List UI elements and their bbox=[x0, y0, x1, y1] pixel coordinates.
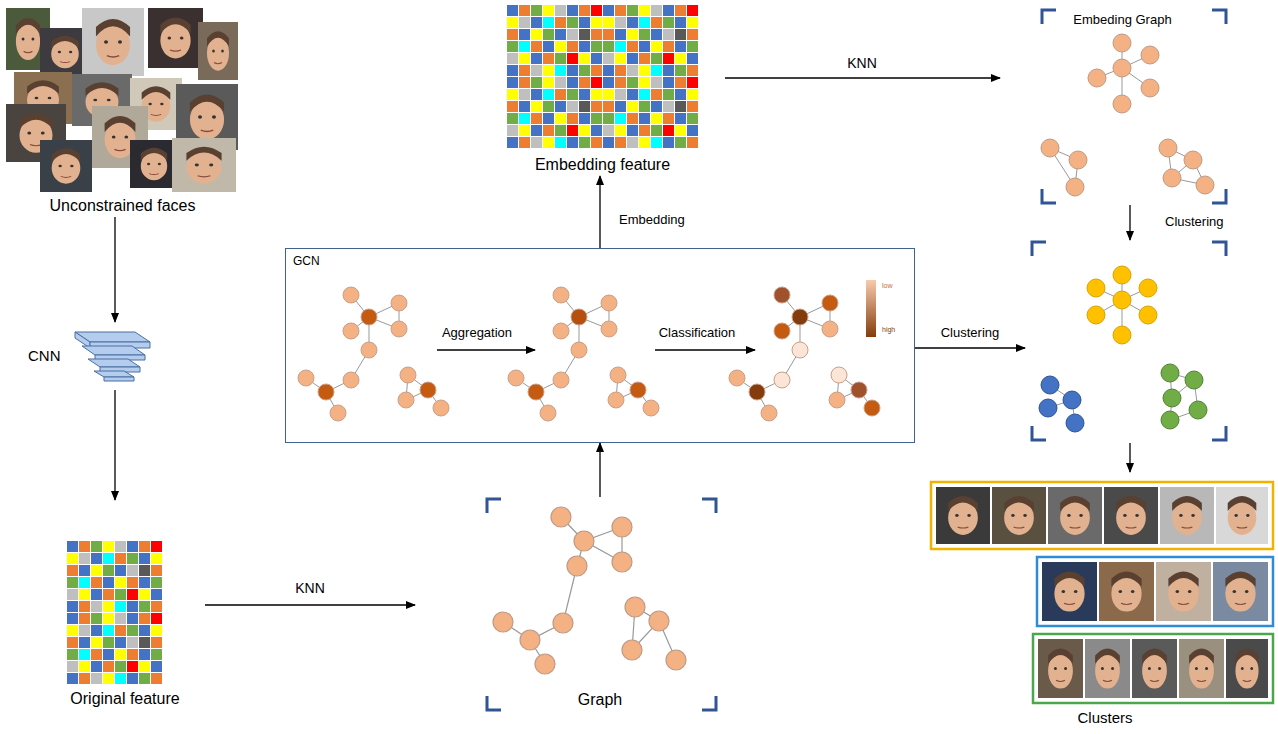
node-caption: CNN bbox=[28, 347, 61, 365]
arrow bbox=[1129, 443, 1130, 472]
stage-region: Original feature bbox=[45, 500, 205, 710]
annotation-label: low bbox=[880, 282, 895, 290]
edge-label: Embedding bbox=[617, 212, 687, 228]
flow-arrow bbox=[599, 443, 600, 497]
stage-region: Unconstrained faces bbox=[5, 5, 240, 217]
cluster-strips bbox=[931, 482, 1273, 703]
feature-matrix bbox=[67, 541, 163, 685]
stage-region: Embeding Graph bbox=[1000, 8, 1245, 205]
gcn-graphs bbox=[298, 287, 880, 421]
edge-label: KNN bbox=[293, 580, 327, 597]
annotation-label: Aggregation bbox=[440, 325, 514, 341]
stage-region: Clusters bbox=[1025, 240, 1276, 729]
node-caption: Clusters bbox=[1077, 709, 1132, 727]
annotation-label: Classification bbox=[657, 325, 738, 341]
graph bbox=[493, 507, 686, 674]
clustered-graph bbox=[1039, 266, 1207, 432]
flow-arrow bbox=[599, 176, 600, 248]
flow-arrow bbox=[915, 347, 1025, 348]
flow-arrow bbox=[114, 390, 115, 500]
feature-matrix bbox=[507, 5, 699, 149]
face-collage bbox=[6, 8, 238, 192]
node-caption: Embedding feature bbox=[535, 155, 670, 174]
node-caption: Embeding Graph bbox=[1073, 12, 1171, 28]
cnn-icon bbox=[75, 332, 150, 381]
color-bar bbox=[866, 280, 876, 337]
flow-arrow bbox=[114, 217, 115, 322]
annotation-label: high bbox=[880, 326, 897, 334]
node-caption: Unconstrained faces bbox=[50, 196, 196, 215]
edge-label: KNN bbox=[845, 55, 879, 72]
stage-region: CNN bbox=[25, 322, 155, 390]
module-box: GCN bbox=[285, 248, 915, 443]
node-caption: Original feature bbox=[70, 689, 179, 708]
flow-arrow bbox=[1129, 205, 1130, 240]
node-caption: GCN bbox=[293, 254, 320, 268]
embedding-graph bbox=[1041, 34, 1214, 196]
flow-arrow bbox=[205, 604, 415, 605]
stage-region: Graph bbox=[415, 497, 785, 711]
edge-label: Clustering bbox=[939, 325, 1002, 341]
edge-label: Clustering bbox=[1163, 214, 1226, 230]
node-caption: Graph bbox=[578, 690, 622, 709]
flow-arrow bbox=[725, 77, 1000, 78]
gcn-arrows bbox=[437, 349, 755, 350]
stage-region: Embedding feature bbox=[480, 5, 725, 176]
bracket bbox=[487, 10, 1226, 710]
